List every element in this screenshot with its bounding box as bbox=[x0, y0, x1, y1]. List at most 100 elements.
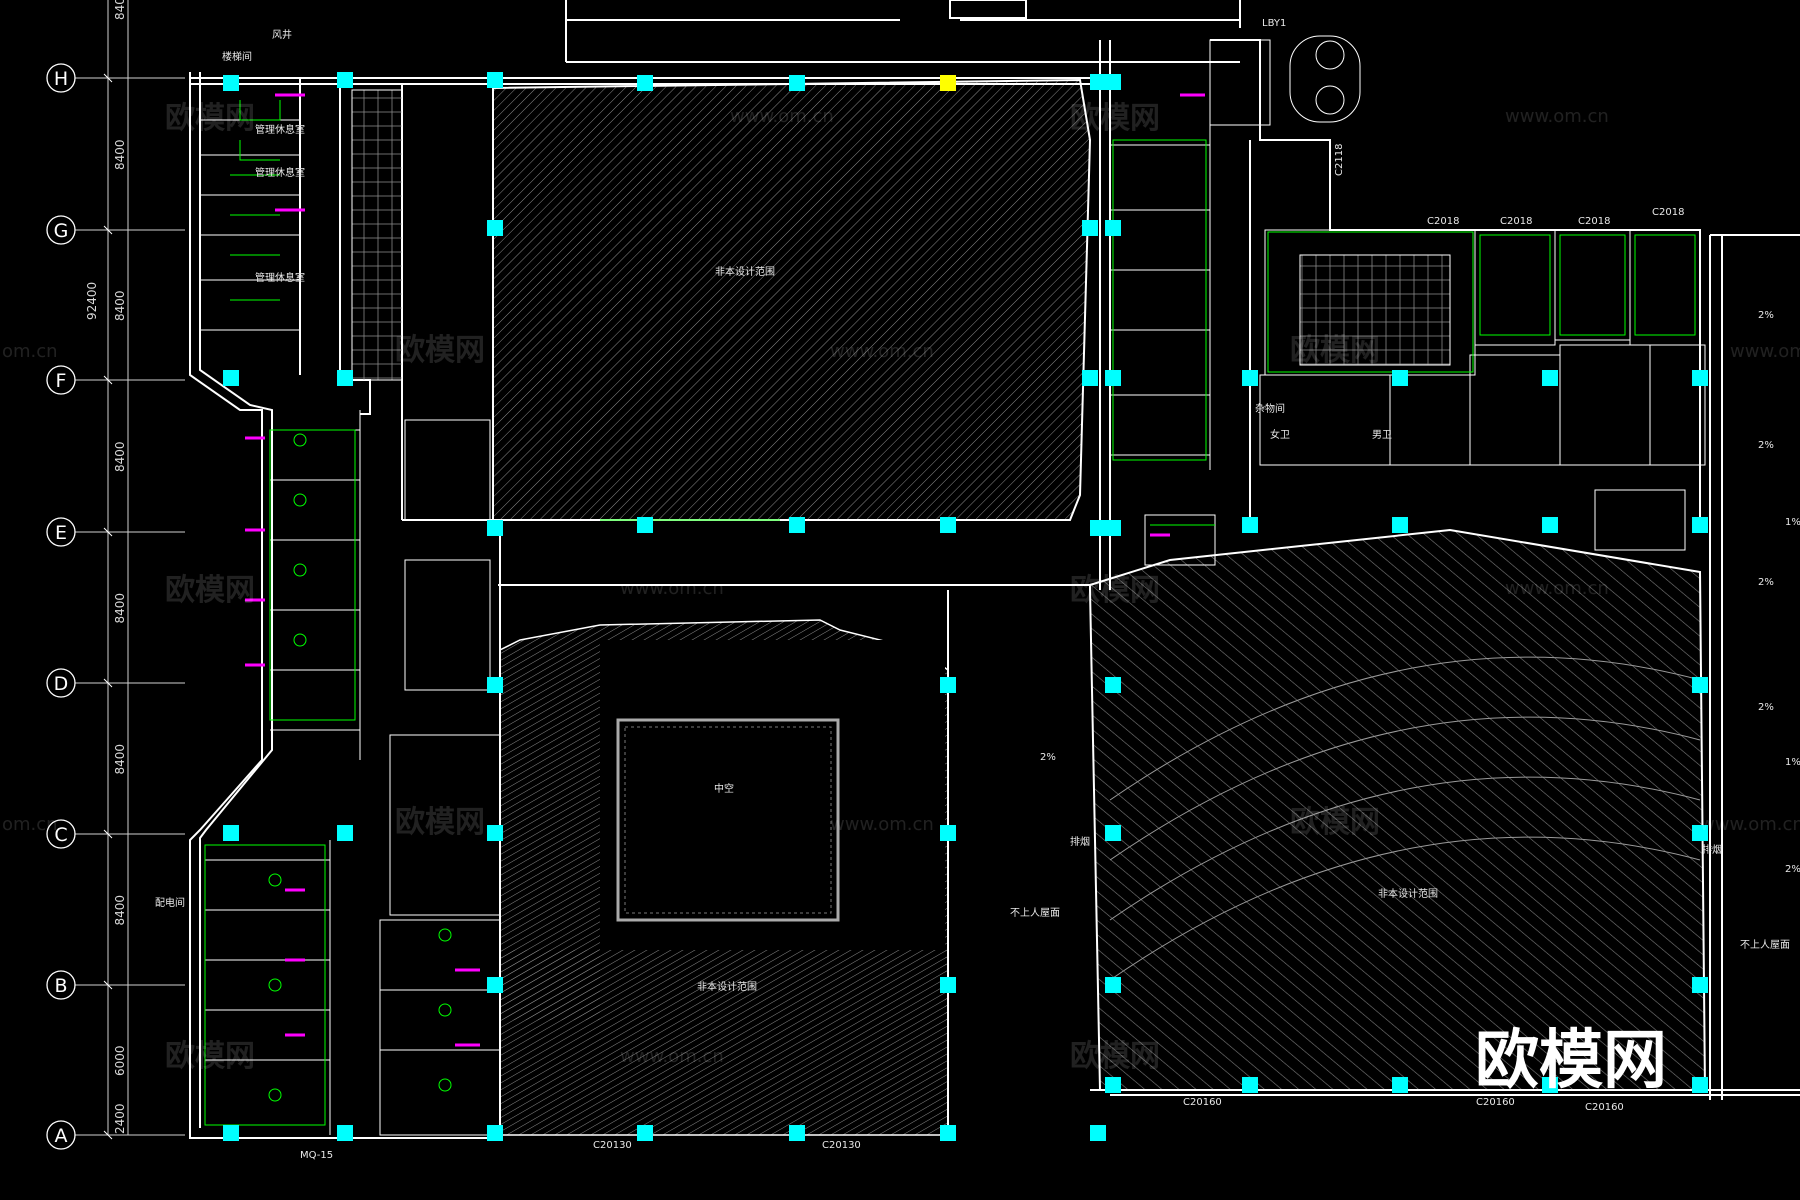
label-no-access-roof-2: 不上人屋面 bbox=[1740, 939, 1790, 951]
axis-label: D bbox=[54, 673, 69, 695]
total-dimension-label: 92400 bbox=[85, 282, 99, 320]
label-outside-design-3: 非本设计范围 bbox=[1378, 887, 1438, 900]
hall-lower-left bbox=[499, 619, 949, 1136]
column bbox=[1692, 1077, 1708, 1093]
column bbox=[1542, 370, 1558, 386]
dim-tick bbox=[103, 375, 113, 385]
label-mgmt-rest-2: 管理休息室 bbox=[255, 166, 305, 179]
label-c2018-4: C2018 bbox=[1652, 207, 1684, 218]
column bbox=[223, 1125, 239, 1141]
label-c20130-2: C20130 bbox=[822, 1140, 861, 1151]
axis-bubble bbox=[46, 668, 76, 698]
column bbox=[487, 1125, 503, 1141]
fixtures bbox=[204, 100, 1696, 1126]
structural-columns bbox=[223, 72, 1708, 1141]
column bbox=[1105, 825, 1121, 841]
label-mgmt-rest-1: 管理休息室 bbox=[255, 123, 305, 136]
axis-bubble bbox=[46, 365, 76, 395]
label-c2018-3: C2018 bbox=[1578, 216, 1610, 227]
watermark-url-partial: om.cn bbox=[2, 814, 58, 835]
label-exhaust-1: 排烟 bbox=[1070, 835, 1090, 848]
axis-bubble bbox=[46, 970, 76, 1000]
column bbox=[637, 75, 653, 91]
column bbox=[487, 977, 503, 993]
watermark-url: www.om.cn bbox=[620, 1046, 724, 1067]
column bbox=[1692, 977, 1708, 993]
watermark-text: 欧模网 bbox=[165, 573, 255, 608]
label-shaft: 风井 bbox=[272, 28, 292, 41]
watermarks: 欧模网 欧模网 欧模网 欧模网 欧模网 欧模网 欧模网 欧模网 欧模网 欧模网 … bbox=[2, 101, 1800, 1074]
dimension-label: 2400 bbox=[113, 1103, 127, 1134]
column bbox=[1692, 370, 1708, 386]
watermark-url: www.om.cn bbox=[730, 106, 834, 127]
column bbox=[223, 825, 239, 841]
column bbox=[1242, 1077, 1258, 1093]
label-slope-7: 1% bbox=[1785, 757, 1800, 768]
dim-tick bbox=[103, 829, 113, 839]
label-slope-3: 2% bbox=[1758, 577, 1774, 588]
axis-label: A bbox=[55, 1125, 68, 1147]
column bbox=[637, 517, 653, 533]
label-outside-design-1: 非本设计范围 bbox=[715, 265, 775, 278]
axis-bubble bbox=[46, 215, 76, 245]
column bbox=[1242, 370, 1258, 386]
label-mq15: MQ-15 bbox=[300, 1150, 333, 1161]
dimension-label: 8400 bbox=[113, 290, 127, 321]
column bbox=[487, 825, 503, 841]
label-c20160-1: C20160 bbox=[1183, 1097, 1222, 1108]
column bbox=[1692, 517, 1708, 533]
watermark-url: www.om.cn bbox=[830, 341, 934, 362]
watermark-url: www.om.cn bbox=[1700, 814, 1800, 835]
axis-label: F bbox=[56, 370, 67, 392]
watermark-text: 欧模网 bbox=[395, 805, 485, 840]
label-atrium: 中空 bbox=[714, 782, 734, 795]
column bbox=[1542, 1077, 1558, 1093]
accent-marks bbox=[245, 93, 1205, 1047]
label-lby1: LBY1 bbox=[1262, 18, 1286, 29]
axis-label: C bbox=[54, 824, 67, 846]
column bbox=[1392, 517, 1408, 533]
label-warehouse: 杂物间 bbox=[1255, 402, 1285, 415]
label-slope-6: 1% bbox=[1785, 517, 1800, 528]
dimension-label: 8400 bbox=[113, 593, 127, 624]
column bbox=[940, 825, 956, 841]
column bbox=[1692, 825, 1708, 841]
column bbox=[1542, 517, 1558, 533]
column bbox=[223, 75, 239, 91]
hall-upper bbox=[492, 78, 1092, 521]
label-distribution-room: 配电间 bbox=[155, 896, 185, 909]
label-c2118: C2118 bbox=[1334, 144, 1345, 176]
column bbox=[1105, 677, 1121, 693]
column bbox=[637, 1125, 653, 1141]
dim-tick bbox=[103, 980, 113, 990]
axis-bubble bbox=[46, 819, 76, 849]
column bbox=[789, 1125, 805, 1141]
column bbox=[940, 517, 956, 533]
label-female-wc: 女卫 bbox=[1270, 428, 1290, 441]
column bbox=[789, 75, 805, 91]
watermark-text: 欧模网 bbox=[395, 333, 485, 368]
dimension-label: 8400 bbox=[113, 139, 127, 170]
axis-bubble bbox=[46, 63, 76, 93]
label-male-wc: 男卫 bbox=[1372, 429, 1392, 441]
watermark-url: www.om.cn bbox=[1505, 578, 1609, 599]
column-highlighted bbox=[940, 75, 956, 91]
column bbox=[940, 977, 956, 993]
left-wing-rooms bbox=[200, 89, 501, 1136]
watermark-url-partial: om.cn bbox=[2, 341, 58, 362]
label-slope-4: 2% bbox=[1758, 702, 1774, 713]
watermark-text: 欧模网 bbox=[1070, 573, 1160, 608]
plan-labels: LBY1 C2118 C2018 C2018 C2018 C2018 C2013… bbox=[155, 18, 1800, 1161]
column bbox=[487, 677, 503, 693]
column bbox=[223, 370, 239, 386]
dim-tick bbox=[103, 225, 113, 235]
watermark-url: www.om.cn bbox=[1505, 106, 1609, 127]
column bbox=[1105, 74, 1121, 90]
column bbox=[1105, 520, 1121, 536]
column bbox=[1090, 74, 1106, 90]
axis-label: H bbox=[54, 68, 68, 90]
axis-bubble bbox=[46, 517, 76, 547]
axis-system: HGFEDCBA84008400840084008400840060002400… bbox=[46, 0, 185, 1150]
label-c2018-1: C2018 bbox=[1427, 216, 1459, 227]
